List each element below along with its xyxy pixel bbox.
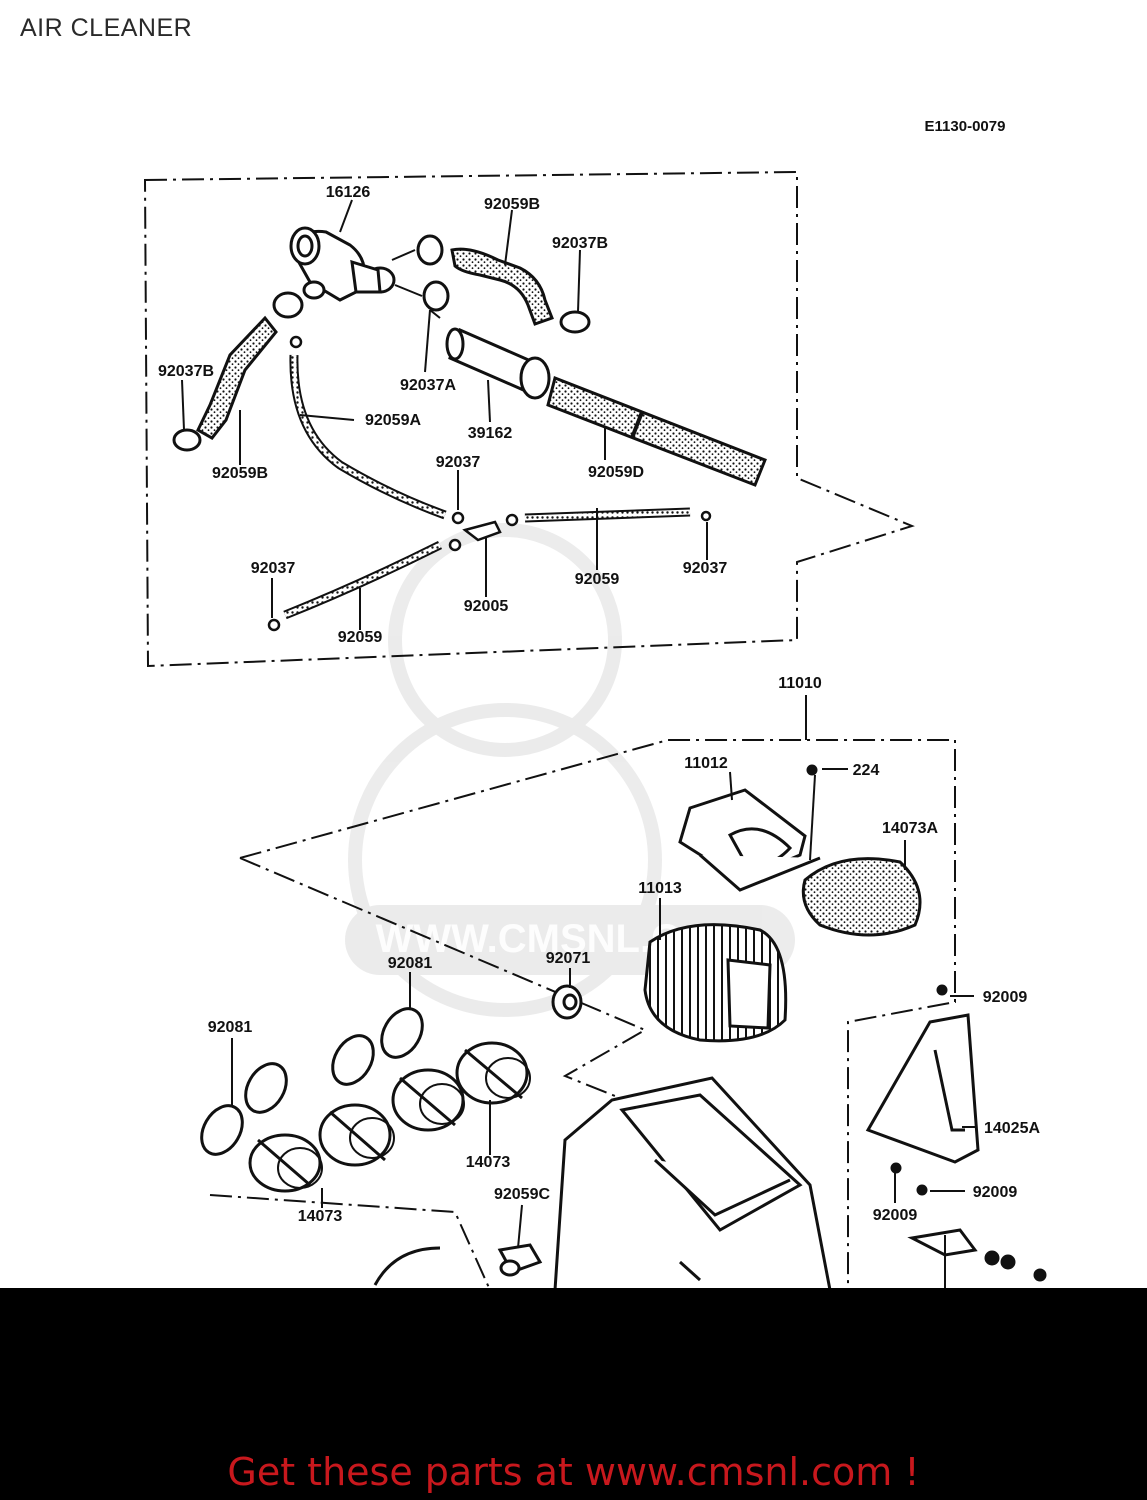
clip-lower-left <box>373 1246 441 1286</box>
part-label: 92037 <box>251 560 296 577</box>
element-11013 <box>643 923 788 1043</box>
small-clip-icons <box>267 335 712 632</box>
bracket-14025A <box>865 1013 980 1164</box>
screw-icons <box>806 764 1047 1282</box>
part-label: 14073A <box>882 820 938 837</box>
part-label: 92037A <box>400 377 456 394</box>
part-label: 92059C <box>494 1186 550 1203</box>
drawing-code: E1130-0079 <box>925 118 1006 135</box>
part-label: 92059B <box>484 196 540 213</box>
part-label: 14073 <box>298 1208 343 1225</box>
part-label: 14025A <box>984 1120 1040 1137</box>
part-label: 92059 <box>338 629 383 646</box>
grommet-92071 <box>551 984 583 1020</box>
upper-group-frame <box>143 170 915 668</box>
lower-group-frame <box>209 739 956 1290</box>
part-label: 92005 <box>464 598 509 615</box>
element-14073A <box>801 857 922 937</box>
part-label: 92037B <box>158 363 214 380</box>
part-label: 92071 <box>546 950 591 967</box>
leader-lines-lower <box>231 768 975 1290</box>
intake-ducts-14073 <box>248 1041 531 1193</box>
part-label: 39162 <box>468 425 513 442</box>
watermark-logo <box>345 523 795 1017</box>
hose-92059D <box>546 375 767 487</box>
o-rings-92081 <box>200 1007 424 1156</box>
filter-39162 <box>445 327 551 400</box>
air-box-housing <box>553 1076 832 1290</box>
footer-bar <box>0 1288 1147 1500</box>
part-label: 92037 <box>683 560 728 577</box>
part-label: 11012 <box>684 755 728 772</box>
part-label: 92037B <box>552 235 608 252</box>
part-label: 92081 <box>388 955 433 972</box>
part-label: 92059 <box>575 571 620 588</box>
valve-16126 <box>289 226 396 302</box>
leader-lines-upper <box>181 199 708 630</box>
hose-92059B-upper <box>450 247 554 326</box>
part-label: 11010 <box>778 675 822 692</box>
part-label: 92081 <box>208 1019 253 1036</box>
part-label: 92059D <box>588 464 644 481</box>
cover-11012 <box>678 788 821 892</box>
part-label: 92037 <box>436 454 481 471</box>
exploded-parts-diagram: WWW.CMSNL.COM E1130-0079 <box>143 118 1047 1290</box>
footer-shop-link[interactable]: Get these parts at www.cmsnl.com ! <box>227 1450 920 1494</box>
part-label: 92009 <box>973 1184 1018 1201</box>
part-label: 11013 <box>638 880 682 897</box>
hose-92059B-left <box>196 315 278 440</box>
part-label: 92009 <box>983 989 1028 1006</box>
bracket-lower <box>907 1228 978 1257</box>
part-label: 92059A <box>365 412 421 429</box>
plug-92059C <box>497 1243 543 1277</box>
part-label: 92059B <box>212 465 268 482</box>
page-title: AIR CLEANER <box>20 14 193 42</box>
part-label: 14073 <box>466 1154 511 1171</box>
part-label: 16126 <box>326 184 371 201</box>
part-label: 92009 <box>873 1207 918 1224</box>
clamp-icons <box>172 234 591 452</box>
part-label: 224 <box>853 762 880 779</box>
